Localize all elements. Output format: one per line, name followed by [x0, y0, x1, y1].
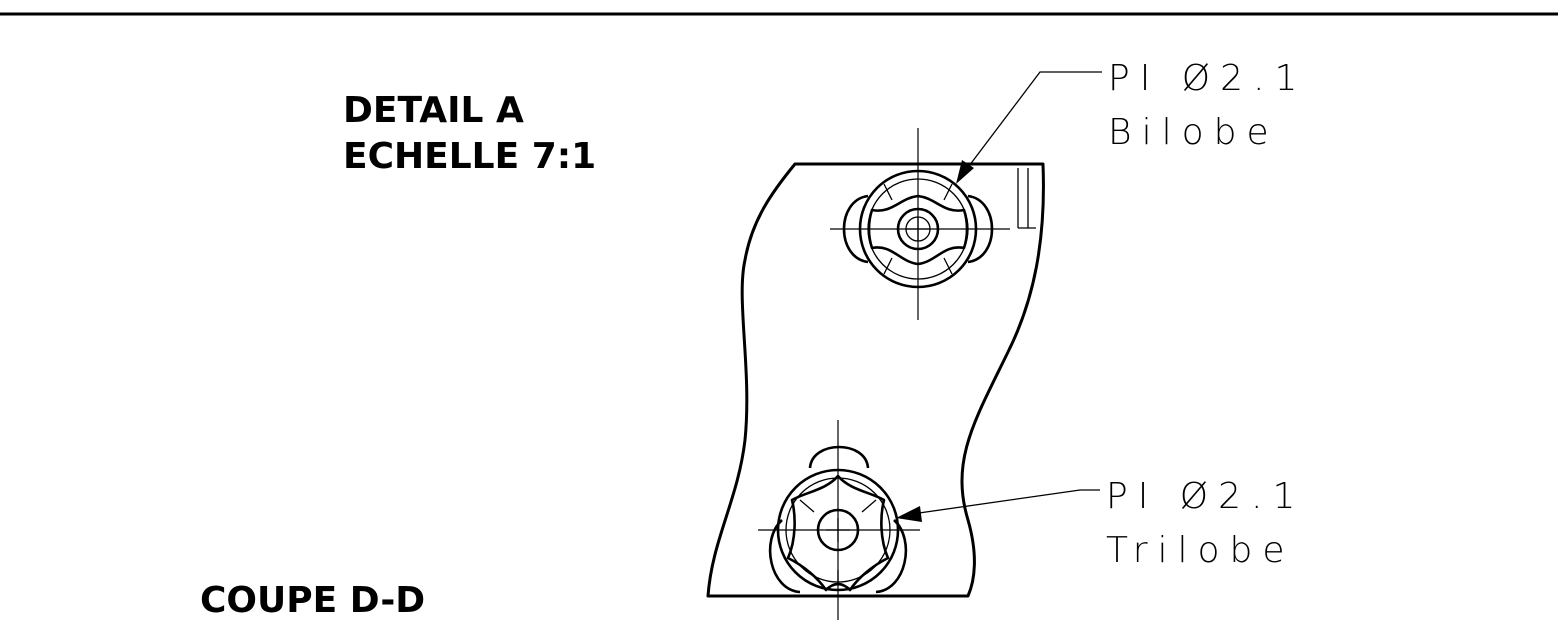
bilobe-leader — [956, 71, 1102, 184]
bilobe-callout-line2: Bilobe — [1108, 112, 1279, 153]
section-title: COUPE D-D — [200, 580, 425, 621]
bilobe-callout-line1: PI Ø2.1 — [1108, 58, 1307, 99]
trilobe-hole — [758, 420, 920, 620]
trilobe-callout-line1: PI Ø2.1 — [1106, 476, 1305, 517]
detail-title: DETAIL A — [343, 90, 524, 131]
trilobe-callout-line2: Trilobe — [1106, 530, 1295, 571]
bilobe-hole — [830, 128, 1010, 320]
detail-scale: ECHELLE 7:1 — [343, 136, 596, 177]
trilobe-leader — [896, 489, 1100, 522]
part-edge-slot — [1017, 168, 1036, 229]
